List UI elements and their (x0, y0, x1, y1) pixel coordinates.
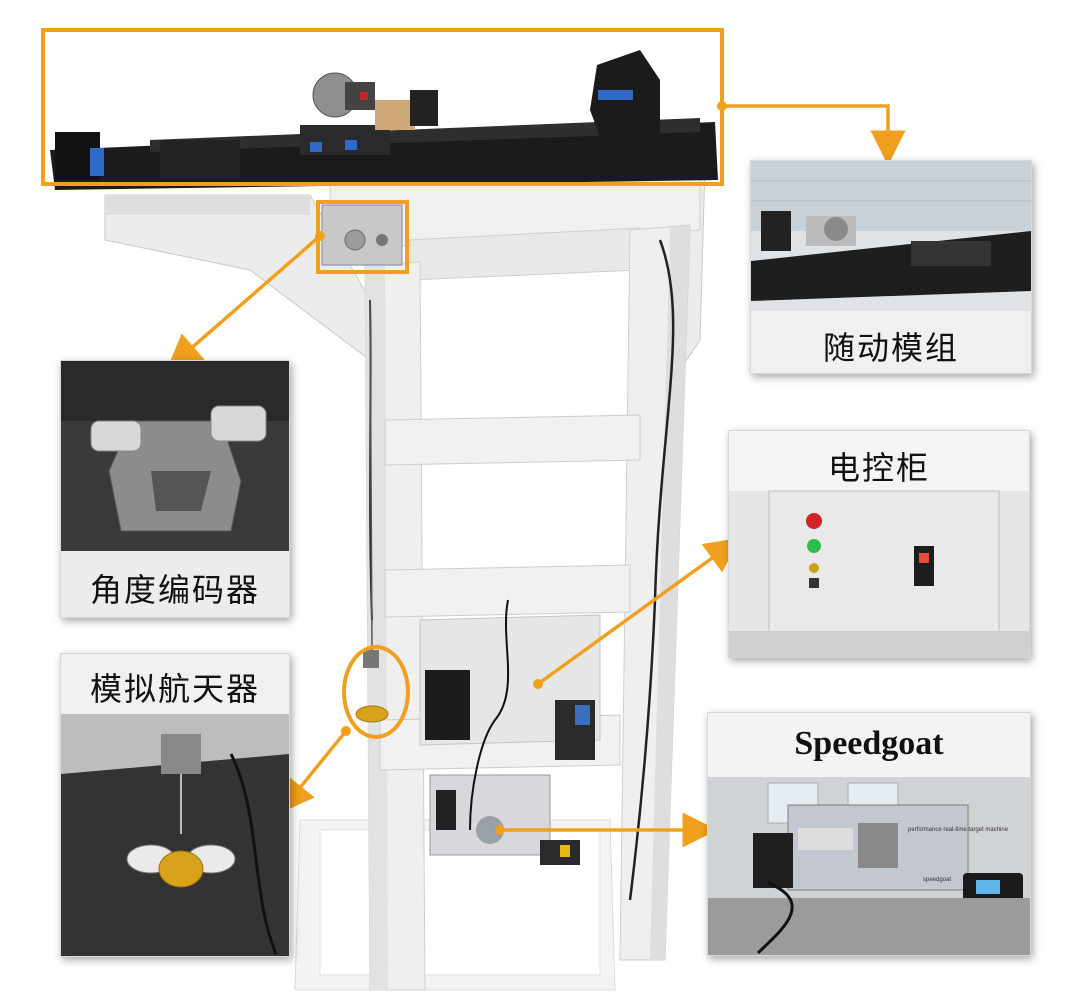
label-angle-encoder: 角度编码器 (89, 571, 260, 609)
control-cabinet-photo (729, 431, 1029, 657)
rung-1 (384, 414, 641, 466)
cable-1 (469, 599, 510, 831)
speedgoat-brand-text: speedgoat (923, 877, 951, 883)
inset-control-cabinet: 电控柜 (728, 430, 1030, 658)
inset-speedgoat: performance real-time target machine spe… (707, 712, 1031, 956)
spacecraft-mock-photo (61, 654, 289, 956)
black-controller-box (425, 670, 470, 740)
label-control-cabinet: 电控柜 (827, 449, 930, 487)
highlight-follower-module (41, 28, 724, 186)
highlight-spacecraft (342, 645, 410, 739)
hanging-rope (369, 299, 373, 651)
follower-module-photo (751, 161, 1031, 373)
label-follower-module: 随动模组 (822, 329, 959, 367)
speedgoat-panel-text: performance real-time target machine (908, 827, 1009, 833)
label-spacecraft-mock: 模拟航天器 (89, 670, 260, 708)
speedgoat-photo: performance real-time target machine spe… (708, 713, 1030, 955)
highlight-encoder (316, 200, 409, 274)
inset-follower-module: 随动模组 (750, 160, 1032, 374)
angle-encoder-photo (61, 361, 289, 617)
inset-angle-encoder: 角度编码器 (60, 360, 290, 618)
label-speedgoat: Speedgoat (794, 725, 944, 762)
inset-spacecraft-mock: 模拟航天器 (60, 653, 290, 957)
